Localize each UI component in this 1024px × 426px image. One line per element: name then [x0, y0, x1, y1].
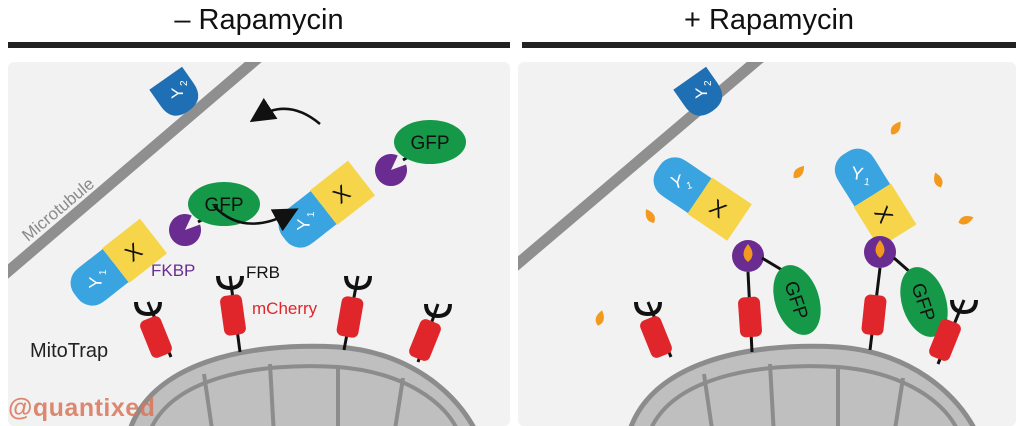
mitotrap-anchor-3: [861, 267, 887, 351]
mitotrap-anchor-3: [336, 275, 372, 351]
mitotrap-label: MitoTrap: [30, 340, 108, 362]
construct-captured-2: Y 1 X: [834, 148, 917, 248]
heading-minus-rapamycin: – Rapamycin: [174, 4, 344, 36]
fkbp-left: [169, 214, 201, 246]
construct-free: Y 1 X: [278, 160, 376, 248]
gfp-label-left: GFP: [204, 195, 243, 216]
arrow-release: [249, 97, 321, 125]
y1-label: Y: [85, 276, 105, 289]
gfp-captured-1: GFP: [773, 265, 821, 335]
y1-captured2-label: Y: [850, 163, 865, 184]
mitotrap-anchor-1: [134, 301, 173, 358]
y2-subscript: 2: [179, 80, 190, 86]
fkbp-rapamycin-frb-1: [732, 240, 764, 272]
y2-label: Y: [168, 88, 187, 99]
x-protein: [102, 218, 168, 283]
mcherry-label: mCherry: [252, 299, 318, 318]
panel-minus-rapamycin: Microtubule Y 2 Y 1 X GFP FKBP: [8, 62, 510, 426]
gfp-free: GFP: [394, 120, 466, 164]
fkbp-free: [375, 154, 407, 186]
construct-on-microtubule: Y 1 X: [70, 218, 168, 306]
y1-subscript: 1: [98, 269, 109, 275]
heading-plus-rapamycin: + Rapamycin: [683, 4, 855, 36]
gfp-captured-2: GFP: [900, 267, 948, 337]
y2-label-right: Y: [692, 88, 711, 99]
y2-protein: Y 2: [149, 66, 199, 116]
mitotrap-anchor-4: [409, 303, 452, 363]
y1-captured1-label: Y: [669, 171, 686, 194]
y2-protein: Y 2: [673, 66, 723, 116]
y1-free-subscript: 1: [306, 211, 317, 217]
panel-plus-rapamycin: Y 2 Y 1 X GFP: [518, 62, 1016, 426]
mitotrap-anchor-2: [216, 275, 246, 353]
heading-rule-left: [8, 42, 510, 48]
fkbp-label: FKBP: [151, 261, 195, 280]
y1-captured2-subscript: 1: [863, 177, 870, 189]
heading-rule-right: [522, 42, 1016, 48]
y2-subscript-right: 2: [703, 80, 714, 86]
y1-free-label: Y: [293, 218, 313, 231]
arrow-return: [213, 205, 299, 232]
mitochondrion: [624, 343, 982, 426]
mitotrap-anchor-1: [634, 301, 673, 358]
microtubule: [8, 62, 264, 286]
y1-captured1-subscript: 1: [685, 180, 694, 192]
construct-captured-1: Y 1 X: [653, 157, 752, 241]
mitotrap-anchor-2: [738, 271, 762, 353]
gfp-label-free: GFP: [410, 133, 449, 154]
watermark: @quantixed: [8, 394, 156, 422]
frb-label: FRB: [246, 263, 280, 282]
mitotrap-anchor-4: [929, 299, 978, 365]
fkbp-rapamycin-frb-2: [864, 236, 896, 268]
rapamycin-molecules: [595, 121, 974, 326]
gfp-left: GFP: [188, 182, 260, 226]
